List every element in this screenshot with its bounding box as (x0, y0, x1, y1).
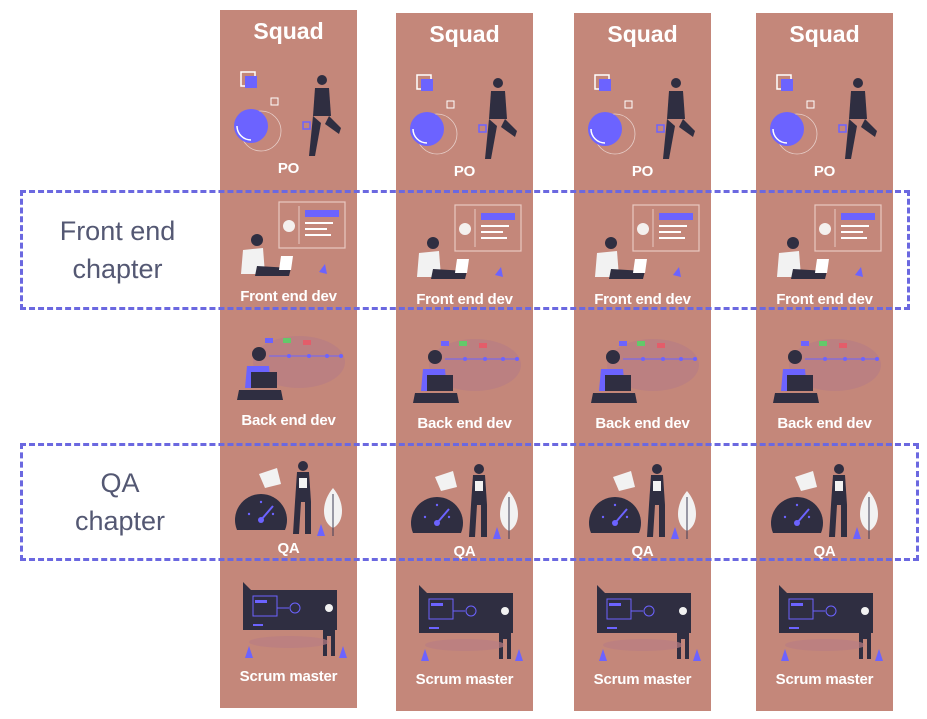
role-qa: QA (220, 458, 357, 568)
role-label: Front end dev (594, 291, 691, 308)
role-frontend: Front end dev (756, 201, 893, 311)
scrum-illustration-icon (596, 585, 701, 661)
role-qa: QA (396, 461, 533, 571)
role-po: PO (574, 71, 711, 191)
backend-illustration-icon (590, 339, 699, 403)
scrum-illustration-icon (418, 585, 523, 661)
frontend-illustration-icon (240, 201, 346, 276)
squad-title: Squad (253, 18, 324, 44)
chapter-label-line2: chapter (74, 506, 166, 536)
role-label: QA (453, 543, 476, 560)
role-label: Front end dev (776, 291, 873, 308)
qa-illustration-icon (588, 464, 696, 539)
front-end-chapter-box (20, 190, 910, 310)
scrum-illustration-icon (778, 585, 883, 661)
backend-illustration-icon (412, 339, 521, 403)
qa-illustration-icon (234, 461, 342, 536)
role-label: PO (453, 163, 476, 180)
role-label: Back end dev (241, 412, 336, 429)
qa-illustration-icon (410, 464, 518, 539)
po-illustration-icon (233, 71, 341, 156)
role-backend: Back end dev (574, 331, 711, 441)
squad-column-2: Squad PO (396, 13, 533, 711)
po-illustration-icon (769, 74, 877, 159)
role-label: QA (631, 543, 654, 560)
role-backend: Back end dev (396, 331, 533, 441)
role-label: QA (277, 540, 300, 557)
role-label: Scrum master (239, 668, 338, 685)
chapter-label-line1: Front end (59, 216, 176, 246)
backend-illustration-icon (772, 339, 881, 403)
role-qa: QA (574, 461, 711, 571)
role-scrum: Scrum master (220, 578, 357, 688)
role-label: Back end dev (777, 415, 872, 432)
role-po: PO (756, 71, 893, 191)
role-backend: Back end dev (220, 328, 357, 438)
front-end-chapter-label: Front end chapter (40, 212, 195, 288)
role-po: PO (396, 71, 533, 191)
squad-title: Squad (789, 21, 860, 47)
po-illustration-icon (409, 74, 517, 159)
po-illustration-icon (587, 74, 695, 159)
role-label: QA (813, 543, 836, 560)
chapter-label-line1: QA (100, 468, 140, 498)
role-scrum: Scrum master (756, 581, 893, 691)
role-label: Scrum master (415, 671, 514, 688)
role-label: Back end dev (417, 415, 512, 432)
role-frontend: Front end dev (574, 201, 711, 311)
role-po: PO (220, 68, 357, 188)
qa-chapter-box (20, 443, 919, 561)
qa-illustration-icon (770, 464, 878, 539)
role-label: Back end dev (595, 415, 690, 432)
squad-column-4: Squad PO (756, 13, 893, 711)
squad-column-3: Squad PO (574, 13, 711, 711)
role-backend: Back end dev (756, 331, 893, 441)
scrum-illustration-icon (242, 582, 347, 658)
squad-column-1: Squad PO (220, 10, 357, 708)
role-label: Scrum master (775, 671, 874, 688)
role-scrum: Scrum master (574, 581, 711, 691)
role-scrum: Scrum master (396, 581, 533, 691)
frontend-illustration-icon (594, 204, 700, 279)
frontend-illustration-icon (416, 204, 522, 279)
role-label: PO (631, 163, 654, 180)
squad-title: Squad (429, 21, 500, 47)
role-label: PO (813, 163, 836, 180)
role-label: Front end dev (416, 291, 513, 308)
role-frontend: Front end dev (220, 198, 357, 308)
role-label: PO (277, 160, 300, 177)
role-label: Scrum master (593, 671, 692, 688)
chapter-label-line2: chapter (72, 254, 163, 284)
squad-title: Squad (607, 21, 678, 47)
role-qa: QA (756, 461, 893, 571)
role-frontend: Front end dev (396, 201, 533, 311)
role-label: Front end dev (240, 288, 337, 305)
backend-illustration-icon (236, 336, 345, 400)
frontend-illustration-icon (776, 204, 882, 279)
qa-chapter-label: QA chapter (40, 464, 200, 540)
